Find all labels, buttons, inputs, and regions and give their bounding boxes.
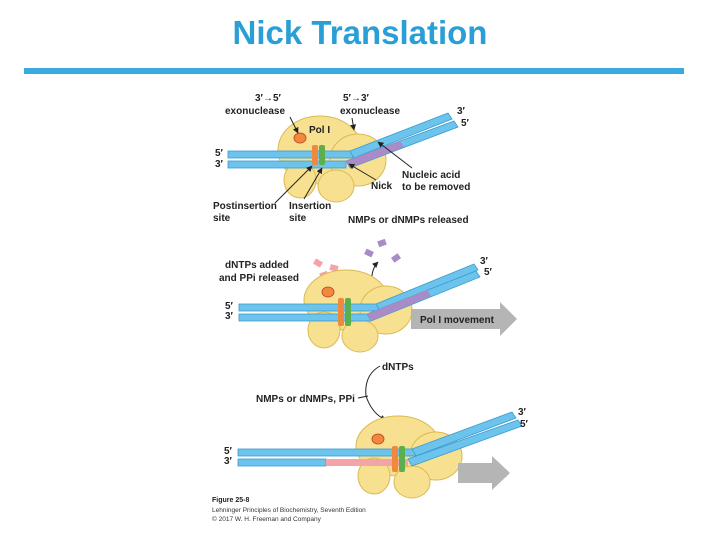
- downstream-strand-right: [407, 419, 523, 467]
- nick-label: Nick: [371, 181, 393, 192]
- primer-strand-left: [238, 313, 372, 322]
- insertion-site-marker: [319, 145, 325, 165]
- cycle-arrow: [365, 365, 387, 421]
- end-label: 3′: [225, 311, 234, 322]
- svg-text:dNTPs added: dNTPs added: [225, 260, 289, 271]
- transition-step: dNTPs NMPs or dNMPs, PPi: [256, 362, 414, 421]
- panel-2: dNTPs added and PPi released 5′ 3′ 3′ 5′…: [219, 256, 517, 353]
- exo53-arrow: [350, 117, 357, 131]
- end-label: 3′: [215, 159, 224, 170]
- copyright: © 2017 W. H. Freeman and Company: [212, 515, 322, 523]
- book-title: Lehninger Principles of Biochemistry, Se…: [212, 507, 366, 514]
- postinsertion-site-marker: [338, 298, 344, 326]
- released-nmps: [364, 238, 401, 263]
- svg-text:5′→3′: 5′→3′: [343, 93, 370, 104]
- template-strand-left: [238, 303, 381, 312]
- panel-3: 5′ 3′ 3′ 5′: [224, 407, 529, 499]
- pol-movement-arrow: [411, 302, 517, 336]
- template-strand-right: [349, 112, 453, 159]
- insertion-site-marker: [399, 446, 405, 472]
- slide-title: Nick Translation: [232, 14, 488, 51]
- exo53-label: 5′→3′ exonuclease: [340, 93, 400, 117]
- nmps-connector: [357, 395, 369, 399]
- released-label: NMPs or dNMPs released: [348, 215, 469, 226]
- end-label: 5′: [484, 267, 493, 278]
- exo35-label: 3′→5′ exonuclease: [225, 93, 285, 117]
- nucleic-acid-arrow: [377, 141, 413, 169]
- template-strand-left: [227, 150, 354, 159]
- template-strand-left: [237, 448, 417, 457]
- postinsertion-site-marker: [312, 145, 318, 165]
- primer-strand-left: [237, 458, 327, 467]
- new-dna-segment: [326, 459, 408, 466]
- nmps-pp-label: NMPs or dNMPs, PPi: [256, 394, 355, 405]
- pol-movement-arrow: [458, 456, 510, 490]
- dntps-added-label: dNTPs added and PPi released: [219, 260, 299, 284]
- svg-text:and PPi released: and PPi released: [219, 273, 299, 284]
- end-label: 5′: [224, 446, 233, 457]
- svg-text:Insertion: Insertion: [289, 201, 331, 212]
- panel-1: 3′→5′ exonuclease 5′→3′ exonuclease Pol …: [213, 93, 470, 226]
- svg-text:site: site: [289, 213, 307, 224]
- figure-caption: Figure 25-8 Lehninger Principles of Bioc…: [212, 497, 366, 523]
- exo35-arrow: [289, 116, 299, 134]
- template-strand-right: [375, 263, 479, 312]
- exonuclease-site-marker: [371, 433, 385, 445]
- end-label: 3′: [224, 456, 233, 467]
- exonuclease-site-marker: [321, 286, 335, 298]
- figure-number: Figure 25-8: [212, 497, 249, 504]
- svg-text:Postinsertion: Postinsertion: [213, 201, 277, 212]
- svg-text:3′→5′: 3′→5′: [255, 93, 282, 104]
- exonuclease-site-marker: [293, 132, 307, 144]
- primer-strand-left: [227, 160, 347, 169]
- title-rule: [24, 68, 684, 74]
- postinsertion-arrow: [274, 165, 313, 204]
- end-label: 5′: [215, 148, 224, 159]
- strand-to-be-removed: [367, 290, 431, 321]
- pol-i-label: Pol I: [309, 125, 330, 136]
- end-label: 3′: [518, 407, 527, 418]
- insertion-site-marker: [345, 298, 351, 326]
- postinsertion-label: Postinsertion site: [213, 201, 277, 224]
- end-label: 5′: [520, 419, 529, 430]
- svg-text:exonuclease: exonuclease: [340, 106, 400, 117]
- nucleic-acid-label: Nucleic acid to be removed: [402, 170, 470, 193]
- end-label: 5′: [225, 301, 234, 312]
- svg-text:Nucleic acid: Nucleic acid: [402, 170, 460, 181]
- pol-i-enzyme: [355, 415, 463, 499]
- postinsertion-site-marker: [392, 446, 398, 472]
- insertion-label: Insertion site: [289, 201, 331, 224]
- end-label: 3′: [480, 256, 489, 267]
- pol-movement-label: Pol I movement: [420, 315, 495, 326]
- template-strand-right: [411, 411, 517, 457]
- svg-text:exonuclease: exonuclease: [225, 106, 285, 117]
- end-label: 5′: [461, 118, 470, 129]
- end-label: 3′: [457, 106, 466, 117]
- nick-arrow: [348, 163, 377, 181]
- dntps-label: dNTPs: [382, 362, 414, 373]
- strand-to-be-removed: [346, 141, 404, 168]
- svg-text:site: site: [213, 213, 231, 224]
- insertion-arrow: [303, 167, 323, 200]
- svg-text:to be removed: to be removed: [402, 182, 470, 193]
